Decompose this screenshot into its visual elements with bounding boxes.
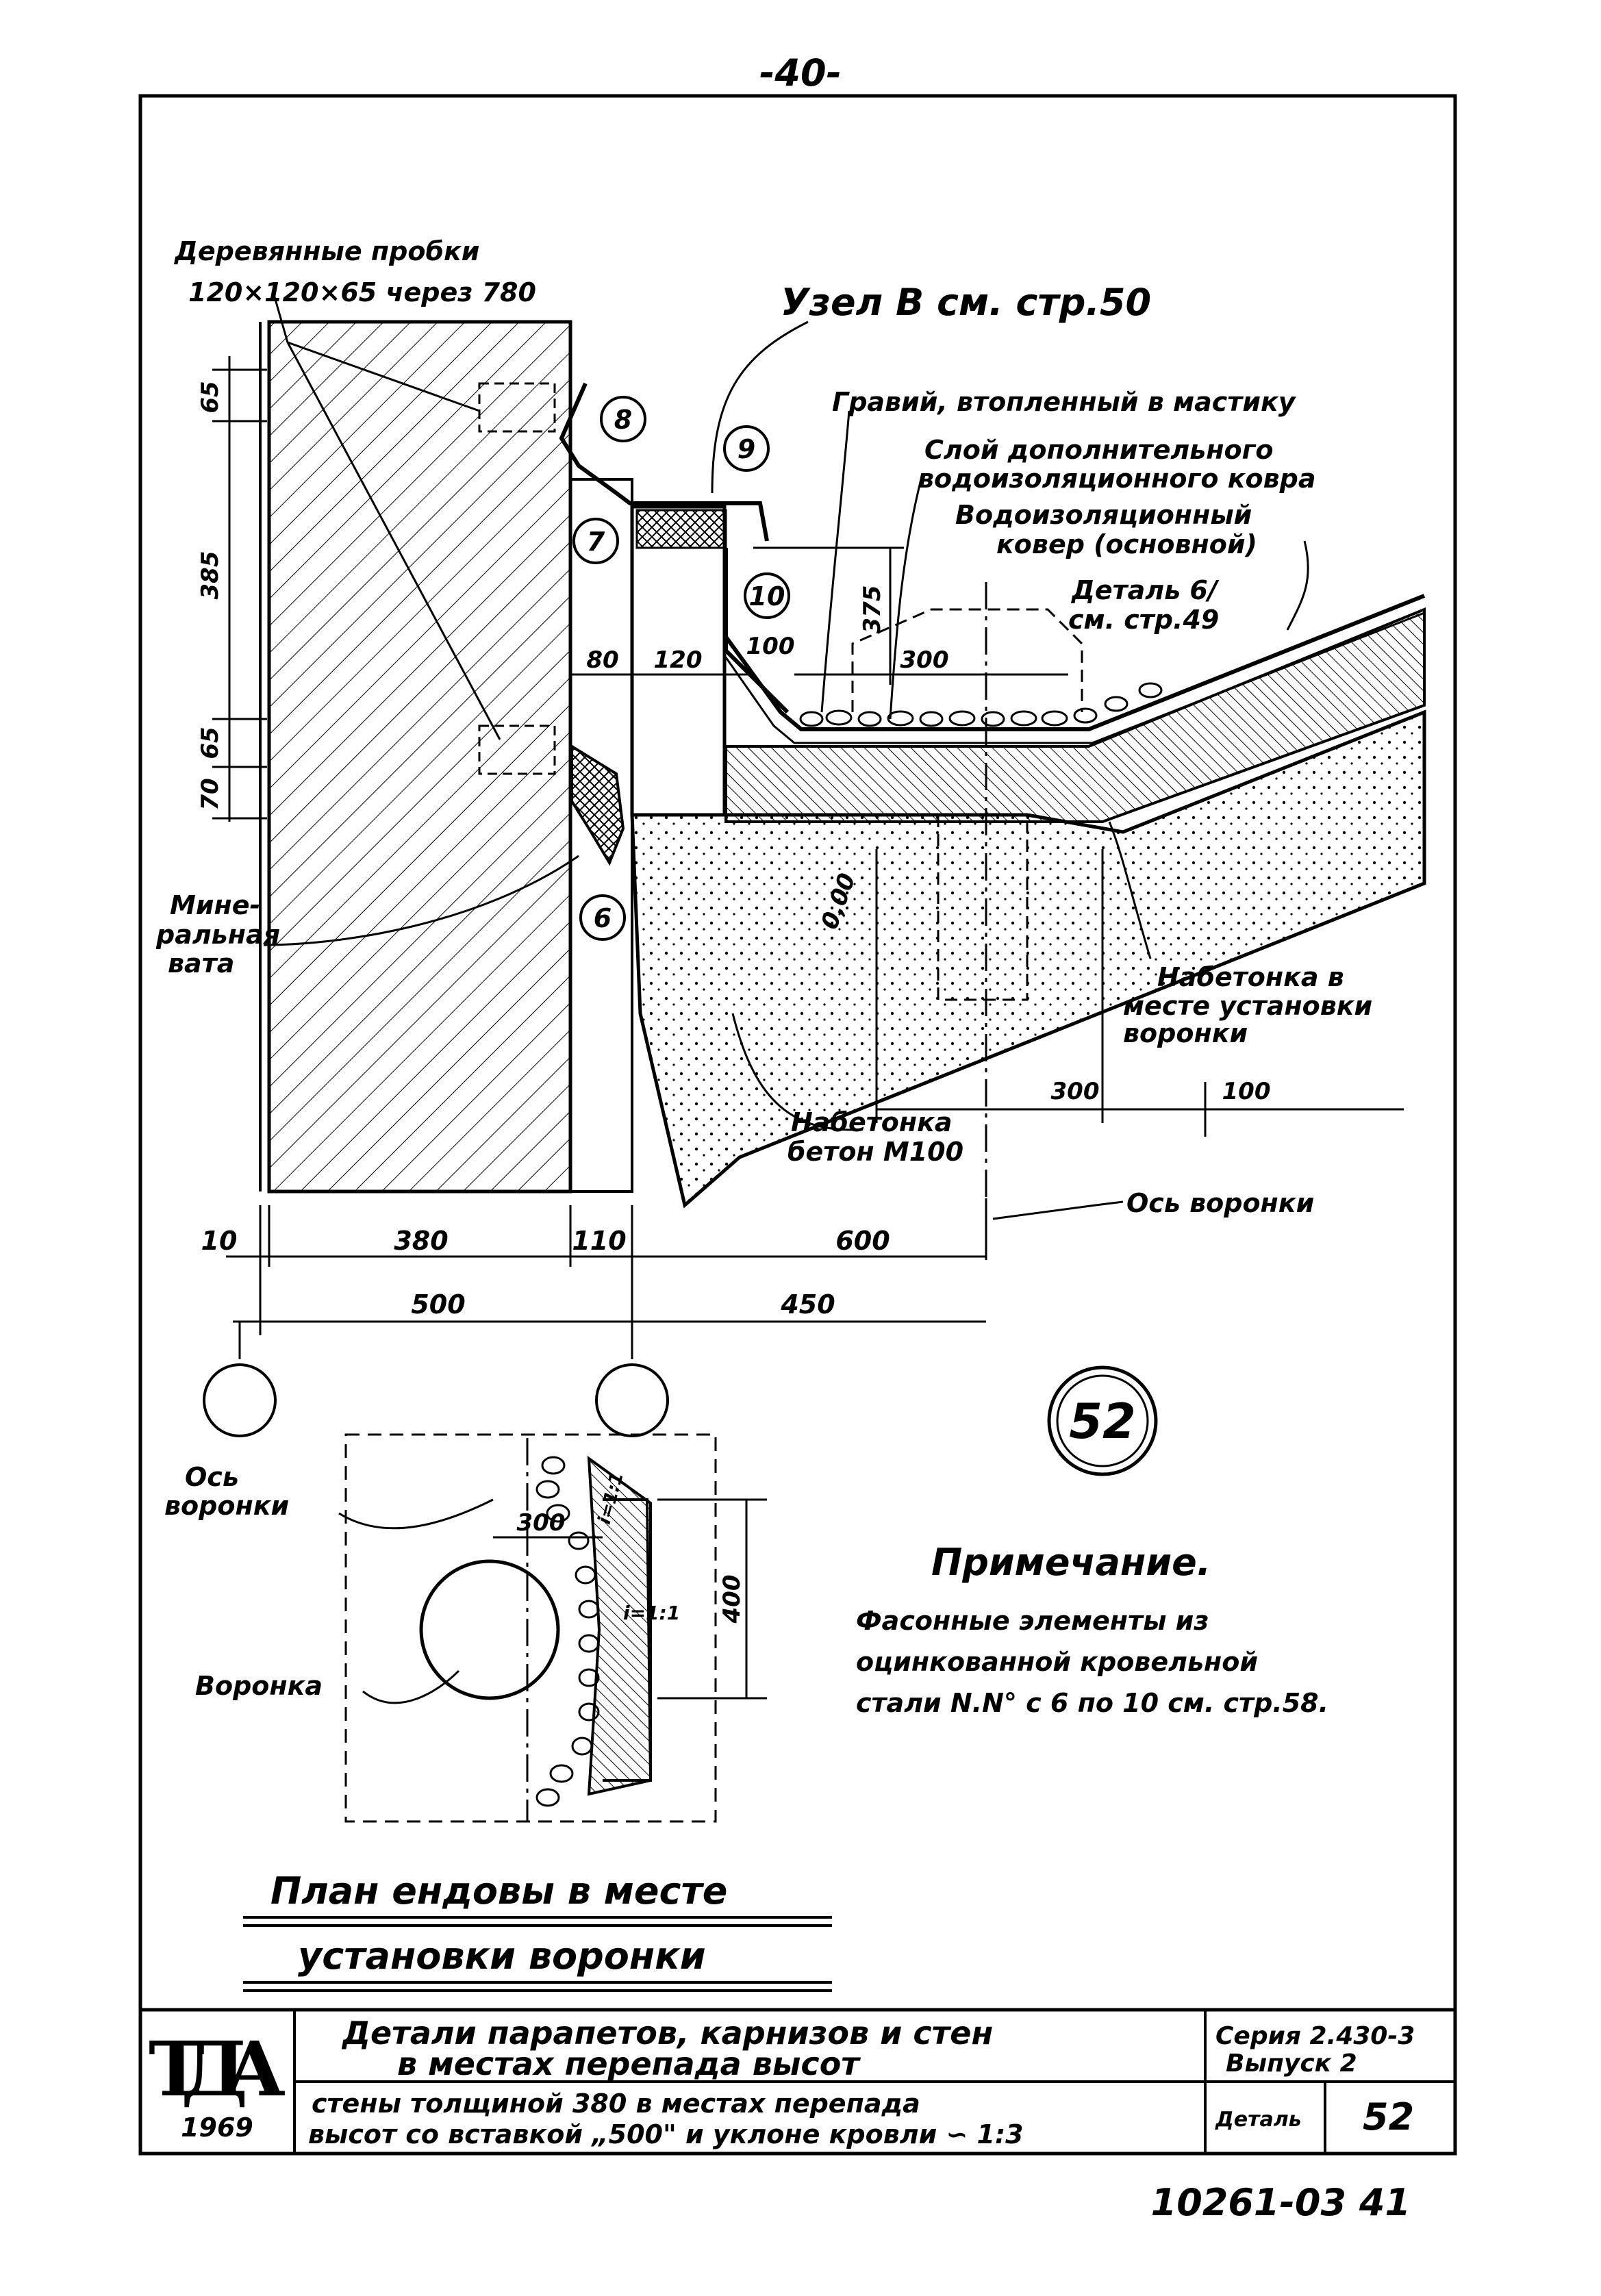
parapet-flashing: [559, 382, 769, 542]
label-extra-layer-1: Слой дополнительного: [924, 435, 1274, 465]
dim-100-b: 100: [1222, 1078, 1271, 1105]
note-line-3: стали N.N° с 6 по 10 см. стр.58.: [856, 1688, 1328, 1718]
dim-10: 10: [201, 1226, 238, 1256]
label-mineral-wool-3: вата: [168, 948, 234, 979]
dim-300-b: 300: [1051, 1078, 1100, 1105]
title-block: ТДА 1969 Детали парапетов, карнизов и ст…: [138, 2008, 1457, 2156]
wood-plug-top: [478, 382, 556, 433]
grid-axis-circle-b: [595, 1363, 669, 1437]
detail-number-circle: 52: [1069, 1393, 1135, 1450]
dim-385: 385: [197, 551, 224, 600]
callout-9: 9: [738, 434, 755, 464]
label-mineral-wool-1: Мине-: [170, 890, 260, 920]
dim-65-mid: 65: [197, 727, 224, 759]
label-gravel: Гравий, втопленный в мастику: [832, 387, 1297, 417]
subtitle-line-1: стены толщиной 380 в местах перепада: [312, 2089, 920, 2119]
label-concrete-m100-1: Набетонка: [791, 1107, 953, 1137]
callout-7: 7: [587, 527, 605, 557]
detail-value: 52: [1363, 2095, 1414, 2139]
label-wood-plugs-1: Деревянные пробки: [174, 236, 479, 266]
label-mineral-wool-2: ральная: [155, 920, 280, 950]
plan-label-funnel: Воронка: [195, 1671, 323, 1701]
label-node-b: Узел В см. стр.50: [781, 281, 1151, 324]
note-title: Примечание.: [931, 1541, 1211, 1584]
plan-title-1: План ендовы в месте: [270, 1869, 727, 1913]
label-concrete-m100-2: бетон М100: [787, 1137, 963, 1167]
label-detail6-2: см. стр.49: [1068, 605, 1219, 635]
grid-axis-circle-a: [203, 1363, 277, 1437]
dim-100-a: 100: [746, 633, 795, 660]
wood-plug-bottom: [478, 724, 556, 775]
label-concrete-funnel-3: воронки: [1123, 1018, 1248, 1048]
label-funnel-axis: Ось воронки: [1126, 1188, 1314, 1218]
insulation: [724, 607, 1426, 823]
label-main-carpet-1: Водоизоляционный: [955, 500, 1252, 530]
dim-110: 110: [572, 1226, 626, 1256]
dim-450: 450: [780, 1289, 835, 1320]
roof-carpet: [724, 594, 1426, 731]
plan-dim-400: 400: [718, 1575, 746, 1624]
funnel-outline: [851, 608, 1083, 712]
label-wood-plugs-2: 120×120×65 через 780: [188, 277, 536, 307]
label-concrete-funnel-2: месте установки: [1123, 991, 1372, 1021]
plan-label-axis-1: Ось: [185, 1462, 239, 1492]
title-year: 1969: [181, 2112, 253, 2143]
dim-380: 380: [394, 1226, 448, 1256]
label-main-carpet-2: ковер (основной): [996, 529, 1257, 559]
label-extra-layer-2: водоизоляционного ковра: [918, 464, 1316, 494]
callout-10: 10: [749, 581, 785, 611]
plan-slope-2: i=1:1: [623, 1602, 680, 1624]
page-number: -40-: [759, 51, 842, 94]
title-line-1: Детали парапетов, карнизов и стен: [341, 2015, 993, 2052]
plan-label-axis-2: воронки: [164, 1491, 289, 1521]
dim-500: 500: [411, 1289, 465, 1320]
note-line-1: Фасонные элементы из: [856, 1606, 1209, 1636]
dim-375: 375: [859, 585, 886, 634]
plan-valley-flashing: [587, 1455, 652, 1796]
brick-wall: [267, 320, 572, 1194]
mineral-wool: [570, 744, 625, 866]
dim-120: 120: [654, 646, 703, 674]
label-concrete-funnel-1: Набетонка в: [1157, 962, 1344, 992]
dim-80: 80: [586, 646, 618, 674]
series-line-1: Серия 2.430-3: [1215, 2022, 1415, 2050]
series-line-2: Выпуск 2: [1226, 2049, 1357, 2078]
note-block: Примечание. Фасонные элементы из оцинков…: [856, 1541, 1328, 1718]
logo-tda: ТДА: [149, 2025, 286, 2113]
gravel-layer: [799, 682, 1163, 727]
main-section: 8 9 7 10 6 Деревянные пробки 120×120×65 …: [155, 236, 1426, 1476]
callout-6: 6: [594, 903, 612, 933]
dim-70: 70: [197, 778, 224, 810]
detail-label: Деталь: [1215, 2108, 1302, 2132]
plan-view: 300 400 i=1:1 i=1:1 Ось воронки Воронка …: [164, 1433, 832, 1992]
dim-600: 600: [835, 1226, 890, 1256]
dim-300-a: 300: [900, 646, 949, 674]
subtitle-line-2: высот со вставкой „500" и уклоне кровли …: [308, 2119, 1024, 2149]
label-detail6-1: Деталь 6/: [1071, 575, 1220, 605]
callout-8: 8: [614, 405, 632, 435]
dim-65-top: 65: [197, 381, 224, 413]
plan-title-2: установки воронки: [298, 1934, 706, 1978]
document-code: 10261-03 41: [1151, 2181, 1411, 2224]
plan-dim-300: 300: [517, 1509, 566, 1537]
title-line-2: в местах перепада высот: [397, 2045, 861, 2082]
plan-funnel-circle: [419, 1559, 560, 1700]
leader-node-b: [711, 320, 809, 494]
note-line-2: оцинкованной кровельной: [856, 1647, 1258, 1677]
